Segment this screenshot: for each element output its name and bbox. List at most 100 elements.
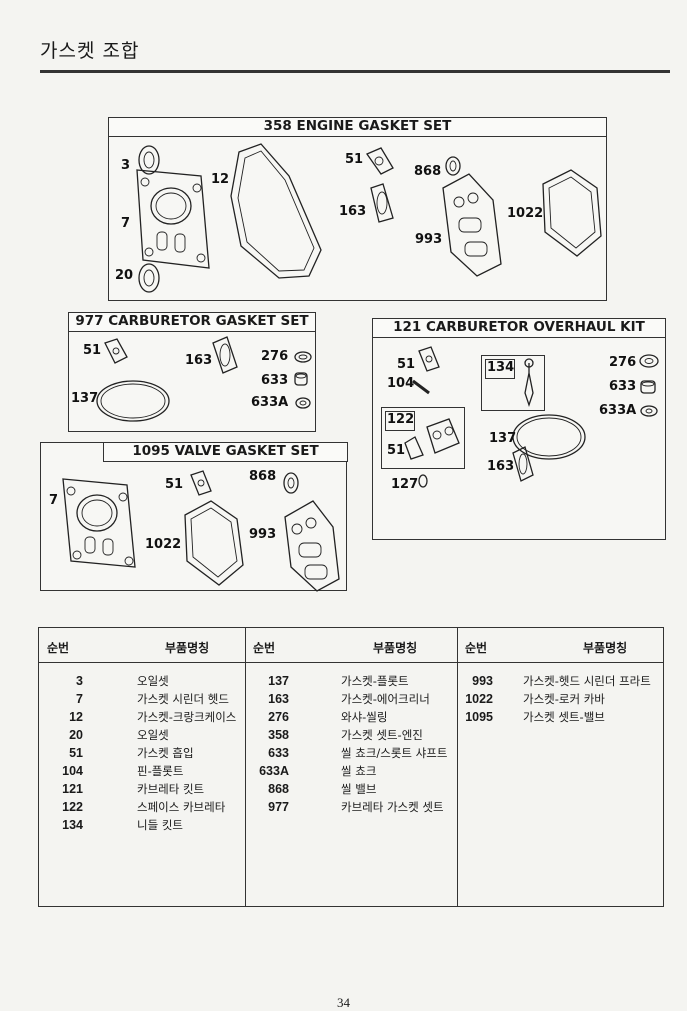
part-number: 1022: [465, 692, 493, 706]
table-row: 993 가스켓-헷드 시린더 프라트: [457, 672, 663, 690]
valve-gasket-drawing: [62, 470, 340, 592]
table-row: 1022 가스켓-로커 카바: [457, 690, 663, 708]
part-label: 276: [609, 355, 637, 370]
part-number: 633: [268, 746, 289, 760]
part-name: 오일셋: [137, 728, 169, 742]
part-label: 1022: [507, 206, 544, 221]
title-rule: [40, 70, 670, 73]
part-label: 3: [121, 158, 131, 173]
header-number: 순번: [47, 641, 70, 655]
table-row: 20 오일셋: [39, 726, 245, 744]
part-number: 51: [69, 746, 83, 760]
needle-kit-box: [481, 355, 545, 411]
part-number: 977: [268, 800, 289, 814]
part-name: 가스켓-플롯트: [341, 674, 409, 688]
valve-gasket-panel: 1095 VALVE GASKET SET 7 51 868 1022 993: [40, 442, 348, 592]
part-label: 127: [391, 477, 419, 492]
page-number: 34: [337, 995, 350, 1010]
part-label: 633A: [599, 403, 637, 418]
column-divider: [457, 628, 459, 906]
table-row: 7 가스켓 시린더 헷드: [39, 690, 245, 708]
part-number: 137: [268, 674, 289, 688]
part-label: 993: [249, 527, 277, 542]
part-number: 276: [268, 710, 289, 724]
carb-gasket-drawing: [96, 336, 312, 422]
part-label: 7: [121, 216, 131, 231]
part-number: 121: [62, 782, 83, 796]
spacer-label-box: [385, 411, 415, 431]
part-name: 가스켓 셋트-엔진: [341, 728, 423, 742]
part-name: 오일셋: [137, 674, 169, 688]
engine-gasket-drawing: [136, 143, 602, 293]
part-number: 104: [62, 764, 83, 778]
part-name: 씰 쵸크: [341, 764, 377, 778]
table-row: 104 핀-플롯트: [39, 762, 245, 780]
engine-gasket-panel-title: 358 ENGINE GASKET SET: [108, 117, 607, 137]
part-label: 122: [387, 412, 415, 427]
part-label: 1022: [145, 537, 182, 552]
part-label: 276: [261, 349, 289, 364]
table-row: 1095 가스켓 셋트-밸브: [457, 708, 663, 726]
part-label: 868: [249, 469, 277, 484]
part-label: 51: [83, 343, 102, 358]
part-name: 가스켓-크랑크케이스: [137, 710, 237, 724]
part-label: 163: [339, 204, 367, 219]
part-label: 868: [414, 164, 442, 179]
table-row: 137 가스켓-플롯트: [245, 672, 457, 690]
part-name: 가스켓-로커 카바: [523, 692, 605, 706]
part-number: 3: [76, 674, 83, 688]
part-label: 137: [489, 431, 517, 446]
table-row: 633 씰 쵸크/스롯트 샤프트: [245, 744, 457, 762]
part-number: 12: [69, 710, 83, 724]
carb-gasket-panel-title: 977 CARBURETOR GASKET SET: [68, 312, 316, 332]
carb-gasket-panel: 977 CARBURETOR GASKET SET 51 163 276 633…: [68, 312, 316, 432]
spacer-box: [381, 407, 465, 469]
part-label: 163: [487, 459, 515, 474]
valve-gasket-panel-title: 1095 VALVE GASKET SET: [103, 442, 348, 462]
part-label: 633: [261, 373, 289, 388]
part-label: 104: [387, 376, 415, 391]
part-name: 가스켓 흡입: [137, 746, 194, 760]
parts-table: 순번 부품명칭 순번 부품명칭 순번 부품명칭 3 오일셋 7 가스켓 시린더 헷드…: [38, 627, 664, 907]
header-name: 부품명칭: [583, 641, 628, 655]
carb-overhaul-panel: 121 CARBURETOR OVERHAUL KIT 51 104 134 2…: [372, 318, 666, 540]
header-number: 순번: [465, 641, 488, 655]
carb-overhaul-drawing: [404, 346, 659, 488]
part-name: 가스켓 셋트-밸브: [523, 710, 605, 724]
part-label: 51: [397, 357, 416, 372]
part-number: 134: [62, 818, 83, 832]
part-name: 씰 쵸크/스롯트 샤프트: [341, 746, 448, 760]
part-number: 7: [76, 692, 83, 706]
part-number: 1095: [465, 710, 493, 724]
parts-table-header: [39, 628, 663, 663]
carb-overhaul-panel-title: 121 CARBURETOR OVERHAUL KIT: [372, 318, 666, 338]
header-name: 부품명칭: [165, 641, 210, 655]
part-label: 993: [415, 232, 443, 247]
header-name: 부품명칭: [373, 641, 418, 655]
part-label: 51: [165, 477, 184, 492]
part-name: 핀-플롯트: [137, 764, 184, 778]
part-label: 20: [115, 268, 134, 283]
header-number: 순번: [253, 641, 276, 655]
part-number: 993: [472, 674, 493, 688]
part-label: 137: [71, 391, 99, 406]
part-label: 163: [185, 353, 213, 368]
part-name: 가스켓-에어크리너: [341, 692, 430, 706]
part-label: 12: [211, 172, 230, 187]
table-row: 276 와샤-씰링: [245, 708, 457, 726]
engine-gasket-panel: 358 ENGINE GASKET SET 3 12 7 20 51 868 1…: [108, 117, 607, 301]
part-name: 가스켓-헷드 시린더 프라트: [523, 674, 651, 688]
needle-kit-label-box: [485, 359, 515, 379]
table-row: 12 가스켓-크랑크케이스: [39, 708, 245, 726]
part-name: 와샤-씰링: [341, 710, 388, 724]
part-label: 633A: [251, 395, 289, 410]
part-number: 20: [69, 728, 83, 742]
part-name: 가스켓 시린더 헷드: [137, 692, 229, 706]
part-number: 122: [62, 800, 83, 814]
